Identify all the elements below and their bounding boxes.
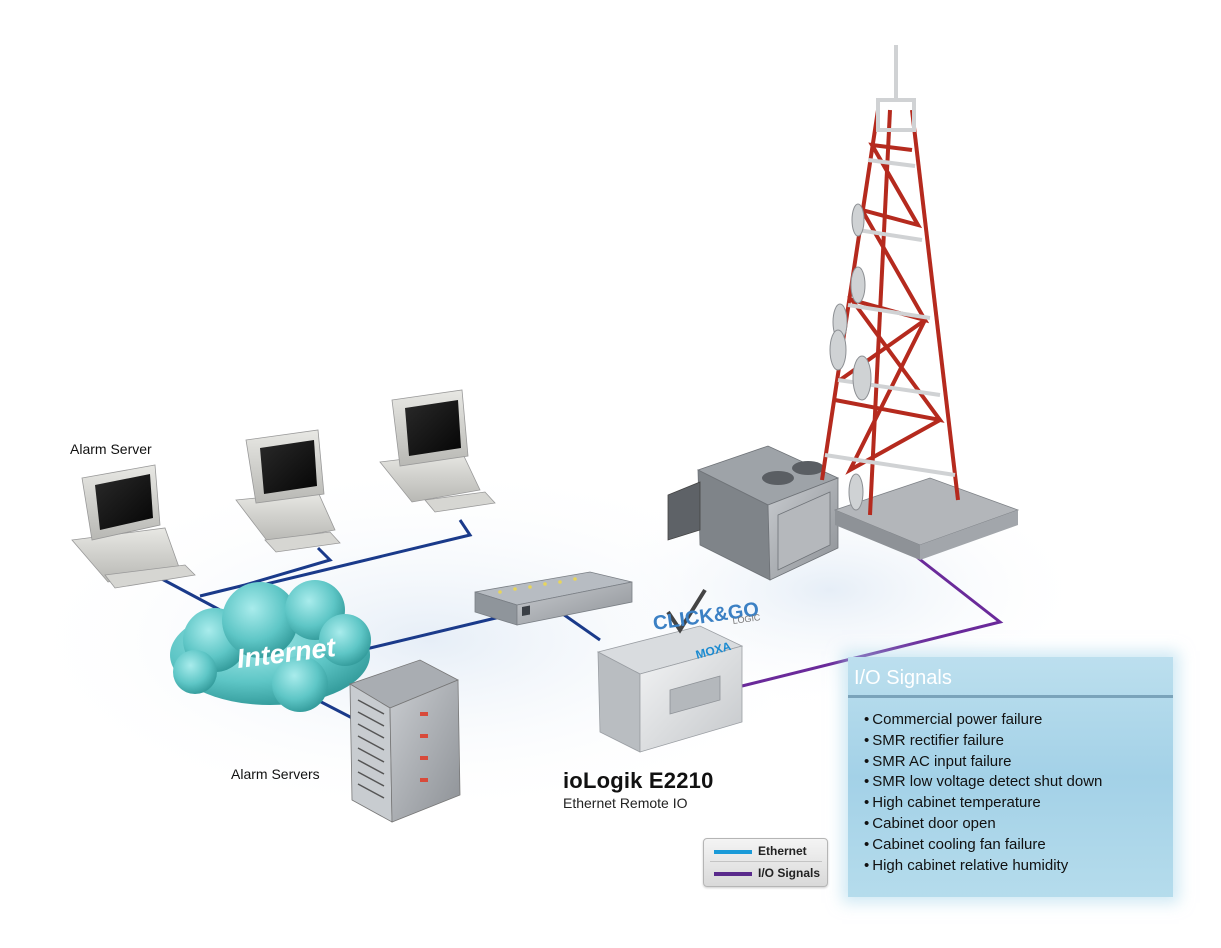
ethernet-cable — [344, 615, 501, 656]
ethernet-switch — [474, 571, 633, 626]
client-pc — [379, 389, 496, 513]
legend-label: I/O Signals — [758, 866, 821, 880]
alarm-server-pc — [71, 464, 196, 589]
keyboard — [424, 491, 496, 513]
io-signal-item: High cabinet temperature — [864, 793, 1102, 814]
air-conditioner-unit — [667, 445, 840, 581]
alarm-server-label: Alarm Server — [70, 441, 152, 457]
telecom-tower — [820, 45, 960, 516]
iologik-device: MOXA — [596, 625, 744, 753]
device-display — [669, 675, 721, 715]
server-rack — [349, 659, 461, 823]
internet-cloud: Internet — [170, 580, 371, 712]
monitor-screen — [260, 440, 317, 494]
client-pc — [235, 429, 341, 553]
alarm-servers-label: Alarm Servers — [231, 766, 320, 782]
microwave-dishes — [829, 203, 872, 511]
tower-base-side — [835, 510, 920, 560]
io-signals-panel: I/O Signals Commercial power failure SMR… — [848, 657, 1173, 897]
legend-label: Ethernet — [758, 844, 807, 858]
switch-ports — [522, 605, 530, 616]
rack-slots — [357, 699, 385, 799]
io-signal-list: Commercial power failure SMR rectifier f… — [864, 710, 1102, 876]
legend-item-ethernet: Ethernet — [710, 841, 822, 862]
io-signal-item: SMR low voltage detect shut down — [864, 772, 1102, 793]
tower-base-front — [920, 510, 1018, 560]
io-panel-title: I/O Signals — [854, 667, 952, 689]
ethernet-cable — [199, 546, 333, 598]
io-signal-item: Cabinet door open — [864, 814, 1102, 835]
rack-leds — [420, 712, 428, 782]
io-signal-item: High cabinet relative humidity — [864, 856, 1102, 877]
keyboard — [104, 564, 196, 589]
line-legend: Ethernet I/O Signals — [703, 838, 828, 887]
io-signal-cable — [741, 538, 1004, 688]
switch-leds — [498, 577, 577, 594]
device-model-label: ioLogik E2210 — [563, 768, 714, 793]
monitor-screen — [405, 400, 461, 456]
ethernet-cable — [559, 610, 601, 642]
legend-swatch — [714, 872, 752, 876]
io-signal-item: SMR AC input failure — [864, 752, 1102, 773]
io-signal-item: Cabinet cooling fan failure — [864, 835, 1102, 856]
keyboard — [264, 531, 341, 553]
io-signal-item: Commercial power failure — [864, 710, 1102, 731]
io-panel-divider — [848, 695, 1173, 698]
device-description-label: Ethernet Remote IO — [563, 795, 688, 811]
monitor-screen — [95, 474, 153, 530]
io-signal-item: SMR rectifier failure — [864, 731, 1102, 752]
legend-swatch — [714, 850, 752, 854]
logic-text: LOGIC — [732, 612, 762, 626]
legend-item-io-signals: I/O Signals — [710, 863, 822, 883]
checkmark-icon — [666, 588, 707, 634]
